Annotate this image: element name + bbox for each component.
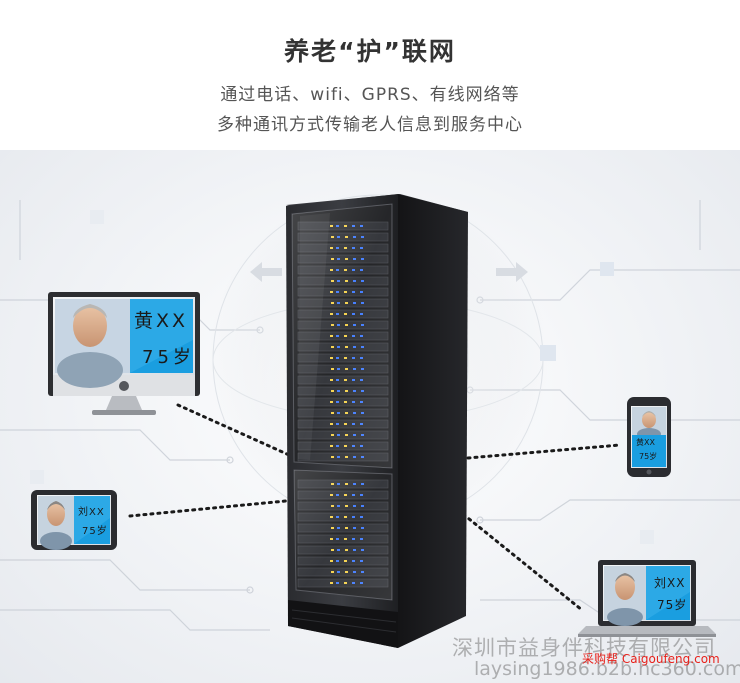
arrow-left-icon bbox=[250, 262, 282, 282]
laptop-name-label: 刘XX bbox=[654, 576, 686, 590]
company-watermark: 深圳市益身伴科技有限公司 bbox=[452, 636, 716, 660]
subtitle-line-1: 通过电话、wifi、GPRS、有线网络等 bbox=[220, 85, 520, 105]
tablet-name-label: 刘XX bbox=[78, 507, 105, 518]
phone-age-label: 75岁 bbox=[639, 452, 658, 461]
phone-home-button-icon bbox=[646, 469, 652, 475]
arrow-right-icon bbox=[496, 262, 528, 282]
rack-base bbox=[288, 600, 398, 648]
laptop-age-label: 75岁 bbox=[657, 598, 688, 612]
tablet-device bbox=[31, 490, 117, 550]
site-watermark: laysing1986.b2b.hc360.com bbox=[474, 658, 740, 680]
phone-name-label: 黄XX bbox=[636, 438, 655, 447]
monitor-age-label: 75岁 bbox=[142, 347, 195, 368]
rack-glass bbox=[292, 204, 392, 600]
laptop-avatar bbox=[604, 566, 646, 626]
subtitle-line-2: 多种通讯方式传输老人信息到服务中心 bbox=[217, 115, 523, 135]
page-title: 养老“护”联网 bbox=[284, 37, 456, 66]
monitor-avatar bbox=[55, 299, 130, 388]
monitor-name-label: 黄XX bbox=[134, 310, 189, 332]
tablet-avatar bbox=[38, 496, 74, 550]
smartphone-device bbox=[627, 397, 671, 477]
red-watermark: 采购帮 Caigoufeng.com bbox=[582, 652, 720, 666]
desktop-monitor bbox=[48, 292, 200, 415]
tablet-age-label: 75岁 bbox=[82, 526, 108, 537]
laptop-device bbox=[578, 560, 716, 637]
monitor-logo-icon bbox=[119, 381, 129, 391]
header: 养老“护”联网 通过电话、wifi、GPRS、有线网络等 多种通讯方式传输老人信… bbox=[0, 0, 740, 150]
